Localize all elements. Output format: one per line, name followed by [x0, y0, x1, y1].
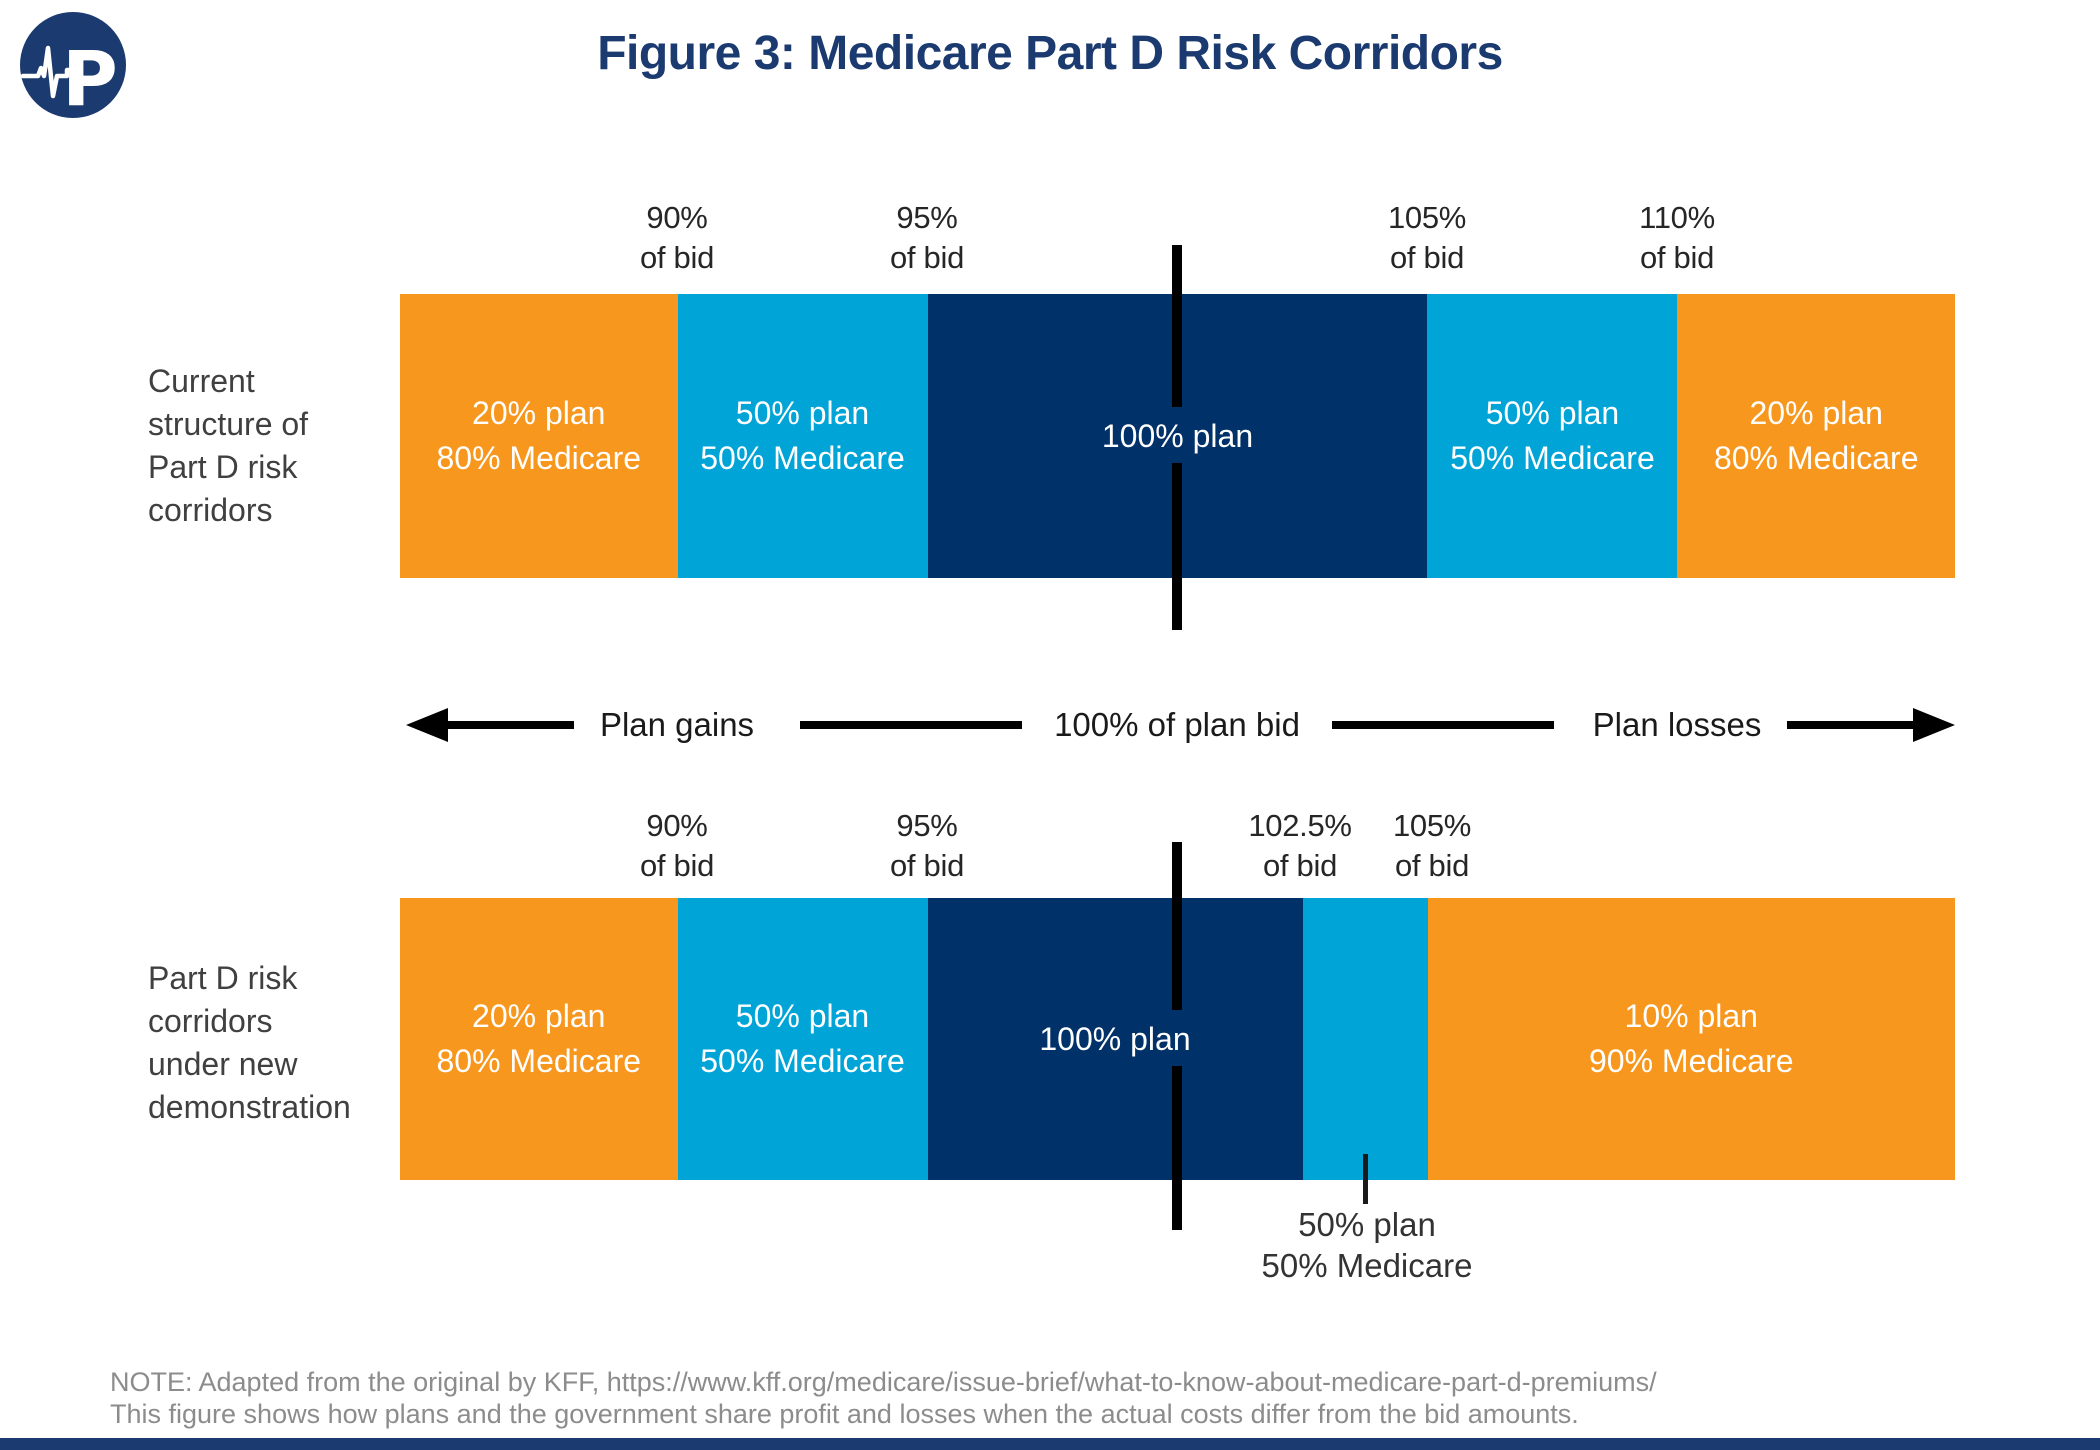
bottom-tick-90: 90% of bid	[639, 808, 715, 883]
note-line-2: This figure shows how plans and the gove…	[110, 1399, 1579, 1429]
footer-strip	[0, 1438, 2100, 1450]
plan-losses-arrow-icon	[1787, 708, 1955, 742]
axis-line-left	[800, 721, 1022, 729]
plan-bid-center-label: 100% of plan bid	[1054, 706, 1300, 743]
bottom-tick-105: 105% of bid	[1392, 808, 1472, 883]
bottom-tick-95: 95% of bid	[889, 808, 965, 883]
axis-line-right	[1332, 721, 1554, 729]
note-line-1: NOTE: Adapted from the original by KFF, …	[110, 1367, 1657, 1397]
top-center-line-lower	[1172, 463, 1182, 630]
pulse-p-logo-icon: P	[20, 12, 126, 123]
plan-losses-label: Plan losses	[1592, 706, 1762, 743]
top-tick-105: 105% of bid	[1387, 200, 1467, 275]
bottom-risk-corridor-bar: 20% plan 80% Medicare 50% plan 50% Medic…	[400, 898, 1955, 1180]
top-seg-blue-left: 50% plan 50% Medicare	[677, 294, 928, 578]
top-seg-orange-left: 20% plan 80% Medicare	[400, 294, 678, 578]
bottom-center-line-lower	[1172, 1066, 1182, 1230]
top-seg-orange-right: 20% plan 80% Medicare	[1677, 294, 1955, 578]
figure-note: NOTE: Adapted from the original by KFF, …	[110, 1366, 1657, 1430]
bottom-chart-side-label: Part D risk corridors under new demonstr…	[148, 960, 351, 1125]
bottom-tick-102-5: 102.5% of bid	[1248, 808, 1352, 883]
plan-gains-arrow-icon	[406, 708, 574, 742]
bottom-seg-orange-right: 10% plan 90% Medicare	[1427, 898, 1955, 1180]
bottom-seg-blue-small	[1302, 898, 1428, 1180]
top-center-line-upper	[1172, 245, 1182, 407]
page-title: Figure 3: Medicare Part D Risk Corridors	[597, 27, 1503, 80]
bottom-center-line-upper	[1172, 842, 1182, 1010]
bottom-seg-navy: 100% plan	[927, 898, 1303, 1180]
top-tick-90: 90% of bid	[639, 200, 715, 275]
top-chart-side-label: Current structure of Part D risk corrido…	[148, 363, 309, 528]
callout-label: 50% plan 50% Medicare	[1261, 1206, 1473, 1284]
top-risk-corridor-bar: 20% plan 80% Medicare 50% plan 50% Medic…	[400, 294, 1955, 578]
bottom-seg-orange-left: 20% plan 80% Medicare	[400, 898, 678, 1180]
top-tick-110: 110% of bid	[1639, 200, 1715, 275]
callout-leader-line	[1363, 1154, 1368, 1204]
top-seg-blue-right: 50% plan 50% Medicare	[1427, 294, 1678, 578]
top-tick-95: 95% of bid	[889, 200, 965, 275]
bottom-seg-blue-left: 50% plan 50% Medicare	[677, 898, 928, 1180]
logo-letter: P	[62, 34, 118, 118]
plan-gains-label: Plan gains	[599, 706, 755, 743]
